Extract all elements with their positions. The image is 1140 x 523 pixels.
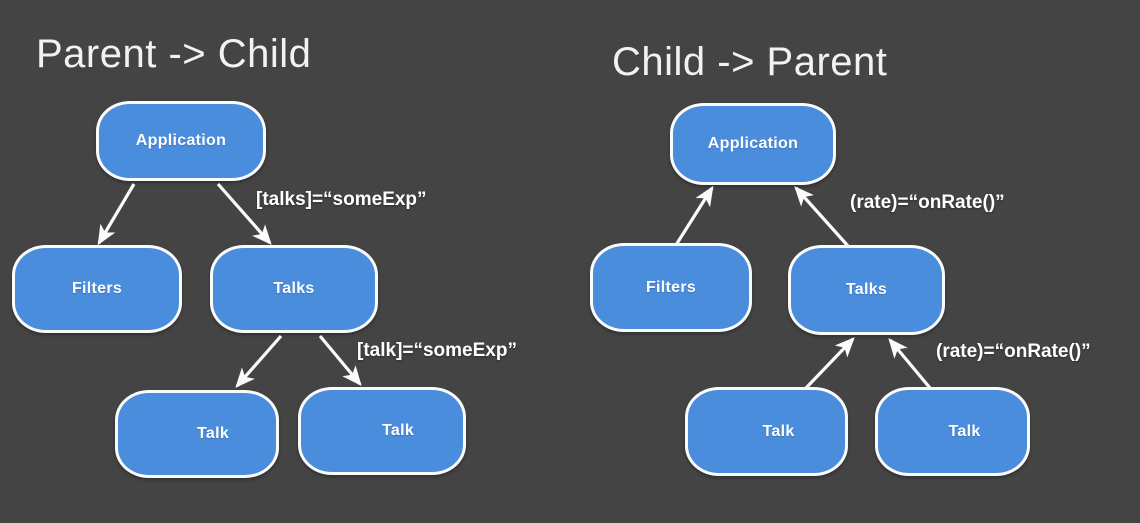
node-label: Talks — [845, 281, 888, 298]
right-edge-label-lower: (rate)=“onRate()” — [936, 341, 1091, 362]
right-node-talk-first: Talk — [685, 387, 848, 476]
left-edge-label-lower: [talk]=“someExp” — [357, 340, 517, 361]
left-node-talk-first: Talk — [115, 390, 279, 478]
right-panel-title: Child -> Parent — [612, 40, 888, 84]
node-label: Talk — [762, 422, 795, 440]
node-label: Filters — [645, 278, 697, 296]
right-arrow-talks-to-application — [794, 186, 850, 248]
right-node-talks: Talks — [788, 245, 945, 335]
left-arrow-application-to-filters — [97, 183, 136, 246]
right-edge-label-upper: (rate)=“onRate()” — [850, 192, 1005, 213]
left-edge-label-upper: [talks]=“someExp” — [256, 189, 427, 210]
left-node-talk-second: Talk — [298, 387, 466, 475]
right-arrow-talk-second-to-talks — [888, 338, 932, 390]
node-label: Talk — [948, 422, 981, 440]
left-node-talks: Talks — [210, 245, 378, 333]
node-label: Talks — [273, 280, 315, 297]
left-arrow-talks-to-talk-first — [235, 334, 283, 388]
left-panel-title: Parent -> Child — [36, 32, 312, 76]
right-arrow-talk-first-to-talks — [804, 337, 855, 390]
right-node-application: Application — [670, 103, 836, 185]
left-node-application: Application — [96, 101, 266, 181]
node-label: Talk — [196, 425, 230, 442]
right-node-talk-second: Talk — [875, 387, 1030, 476]
right-arrow-filters-to-application — [674, 185, 714, 246]
node-label: Talk — [381, 422, 415, 439]
left-node-filters: Filters — [12, 245, 182, 333]
node-label: Application — [135, 132, 227, 149]
right-node-filters: Filters — [590, 243, 752, 332]
node-label: Application — [707, 135, 799, 152]
left-arrow-talks-to-talk-second — [318, 334, 362, 386]
node-label: Filters — [71, 280, 123, 297]
